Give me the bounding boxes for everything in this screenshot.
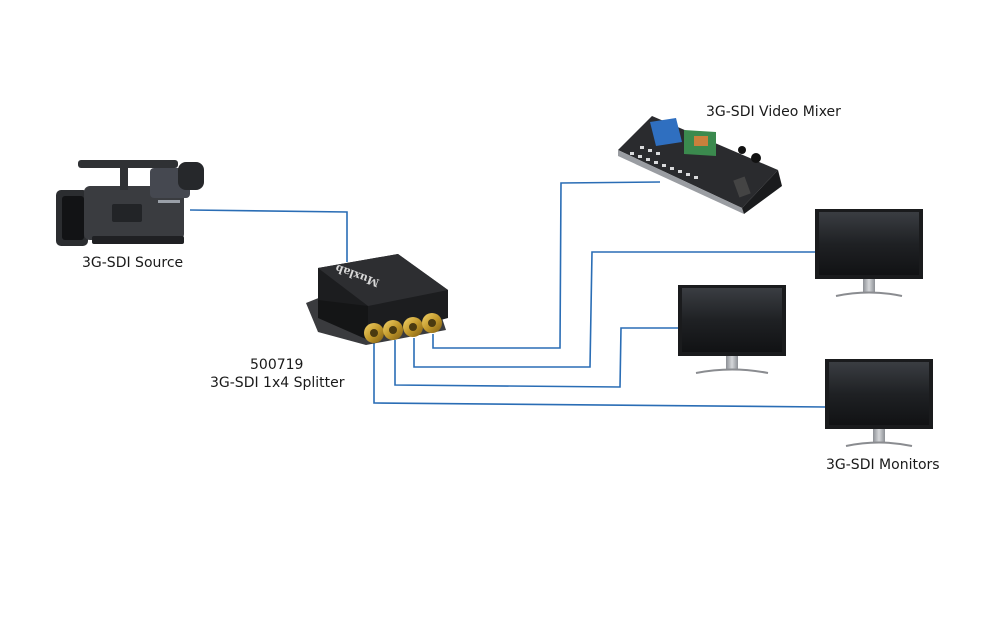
bnc-output-4 bbox=[422, 313, 442, 333]
cable-source-to-splitter bbox=[189, 209, 348, 262]
mixer-label: 3G-SDI Video Mixer bbox=[706, 104, 841, 120]
monitors-label: 3G-SDI Monitors bbox=[826, 457, 940, 473]
video-mixer-icon[interactable] bbox=[618, 116, 782, 214]
cable-output4-to-mixer bbox=[432, 181, 661, 349]
camera-icon[interactable] bbox=[56, 160, 204, 246]
cable-output2-to-monitor2 bbox=[394, 327, 680, 388]
bnc-output-1 bbox=[364, 323, 384, 343]
monitor-1-icon[interactable] bbox=[815, 209, 923, 297]
splitter-name-label: 3G-SDI 1x4 Splitter bbox=[210, 375, 345, 391]
monitor-3-icon[interactable] bbox=[825, 359, 933, 447]
bnc-connectors bbox=[364, 313, 442, 343]
bnc-output-2 bbox=[383, 320, 403, 340]
splitter-device[interactable]: Muxlab bbox=[306, 254, 448, 345]
source-label: 3G-SDI Source bbox=[82, 255, 184, 271]
bnc-output-3 bbox=[403, 317, 423, 337]
cable-output1-to-monitor3 bbox=[373, 341, 827, 408]
cables bbox=[189, 181, 827, 408]
splitter-model-label: 500719 bbox=[250, 357, 304, 373]
cable-output3-to-monitor1 bbox=[413, 251, 818, 368]
monitor-2-icon[interactable] bbox=[678, 285, 786, 374]
